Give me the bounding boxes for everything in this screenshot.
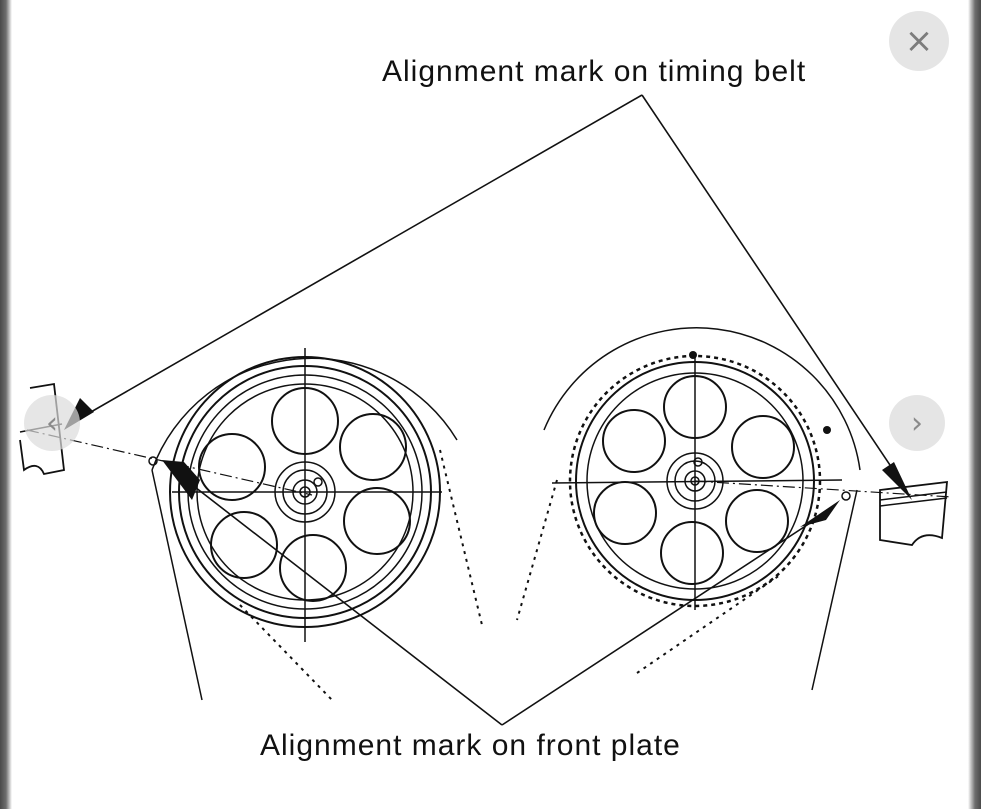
chevron-left-icon: ‹: [46, 405, 58, 441]
label-timing-belt-mark: Alignment mark on timing belt: [382, 55, 807, 88]
close-icon: ×: [904, 21, 934, 61]
left-sprocket: [151, 348, 458, 642]
right-sprocket: [543, 327, 861, 610]
timing-belt-diagram: Alignment mark on timing belt Alignment …: [12, 0, 968, 809]
next-image-button[interactable]: ›: [889, 395, 945, 451]
close-button[interactable]: ×: [889, 11, 949, 71]
diagram-drawing: [19, 94, 953, 726]
label-front-plate-mark: Alignment mark on front plate: [260, 729, 681, 762]
chevron-right-icon: ›: [911, 405, 923, 441]
previous-image-button[interactable]: ‹: [24, 395, 80, 451]
